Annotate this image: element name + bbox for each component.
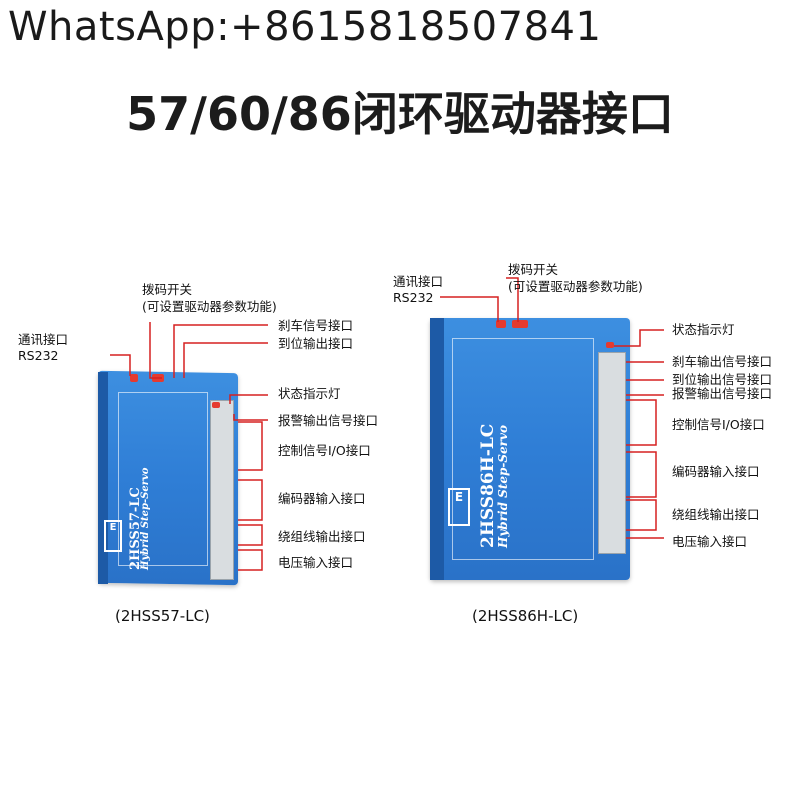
right-label-ctrl: 控制信号I/O接口 [672, 417, 765, 432]
left-label-alarm: 报警输出信号接口 [278, 413, 379, 428]
right-leader-winding [626, 499, 657, 531]
driver-2hss86h-rs232-port [496, 320, 506, 328]
left-leader-winding [238, 524, 263, 546]
driver-2hss86h-side [430, 318, 444, 580]
driver-2hss86h-body [430, 318, 630, 580]
left-label-power: 电压输入接口 [278, 555, 354, 570]
right-label-rs232: RS232 [393, 290, 434, 305]
left-leader-inpos [183, 342, 268, 378]
left-label-rs232: RS232 [18, 348, 59, 363]
left-leader-status [229, 394, 268, 404]
driver-2hss86h-logo: E [448, 488, 470, 526]
left-label-encoder: 编码器输入接口 [278, 491, 366, 506]
right-label-dip: 拨码开关 [508, 262, 559, 277]
left-label-dip: 拨码开关 [142, 282, 193, 297]
left-label-dip-sub: (可设置驱动器参数功能) [142, 299, 277, 314]
driver-2hss57-panel [118, 392, 208, 566]
left-leader-ctrl [238, 421, 263, 471]
right-label-alarm: 报警输出信号接口 [672, 386, 773, 401]
right-label-dip-sub: (可设置驱动器参数功能) [508, 279, 643, 294]
right-label-status: 状态指示灯 [672, 322, 735, 337]
left-label-winding: 绕组线输出接口 [278, 529, 366, 544]
left-label-inpos: 到位输出接口 [278, 336, 354, 351]
driver-2hss86h-panel [452, 338, 594, 560]
right-label-winding: 绕组线输出接口 [672, 507, 760, 522]
left-caption: (2HSS57-LC) [115, 607, 210, 625]
driver-2hss86h-dip-switch [512, 320, 528, 328]
driver-2hss57-terminal [210, 400, 234, 580]
right-label-encoder: 编码器输入接口 [672, 464, 760, 479]
left-leader-alarm [233, 414, 268, 421]
right-leader-status [614, 329, 664, 347]
whatsapp-contact: WhatsApp:+8615818507841 [8, 4, 602, 50]
right-leader-ctrl [626, 399, 657, 446]
right-leader-encoder [626, 451, 657, 498]
left-leader-encoder [238, 479, 263, 521]
right-label-inpos: 到位输出信号接口 [672, 372, 773, 387]
driver-2hss57-side [98, 372, 108, 584]
driver-2hss57-rs232-port [130, 374, 138, 382]
right-leader-dip [506, 277, 519, 322]
driver-2hss86h-terminal [598, 352, 626, 554]
driver-2hss57-logo: E [104, 520, 122, 552]
left-label-brake: 刹车信号接口 [278, 318, 354, 333]
right-label-brake: 刹车输出信号接口 [672, 354, 773, 369]
left-leader-brake [173, 324, 268, 378]
right-caption: (2HSS86H-LC) [472, 607, 579, 625]
page-title: 57/60/86闭环驱动器接口 [126, 87, 674, 141]
right-label-comm: 通讯接口 [393, 274, 444, 289]
left-leader-power [238, 549, 263, 571]
right-leader-comm [440, 296, 499, 322]
left-label-status: 状态指示灯 [278, 386, 341, 401]
left-leader-comm [110, 354, 131, 376]
driver-2hss86h-led [606, 342, 614, 348]
left-leader-dip [149, 322, 162, 379]
driver-2hss57-led [212, 402, 220, 408]
right-label-power: 电压输入接口 [672, 534, 748, 549]
left-label-comm: 通讯接口 [18, 332, 69, 347]
left-label-ctrl: 控制信号I/O接口 [278, 443, 371, 458]
